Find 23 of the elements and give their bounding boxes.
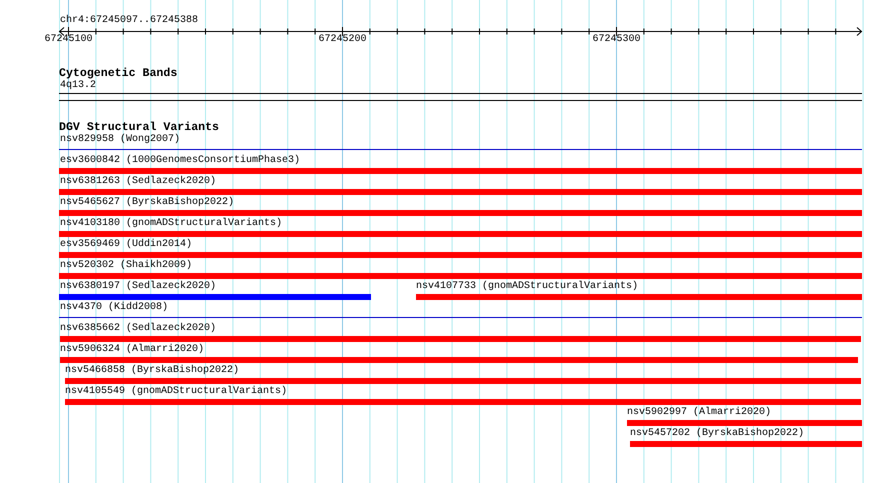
variant-label: esv3600842 (1000GenomesConsortiumPhase3) [59,155,300,167]
variant-label: nsv5457202 (ByrskaBishop2022) [630,428,804,440]
band-label: 4q13.2 [59,80,96,92]
variant-label: nsv6385662 (Sedlazeck2020) [60,323,216,335]
variant-label: nsv5902997 (Almarri2020) [627,407,772,419]
variant-label: nsv5465627 (ByrskaBishop2022) [59,197,234,209]
variant-label: nsv520302 (Shaikh2009) [59,260,192,272]
variant-label: nsv6381263 (Sedlazeck2020) [59,176,216,188]
track-title: Cytogenetic Bands [59,67,178,80]
variant-label: nsv4105549 (gnomADStructuralVariants) [65,386,288,398]
variant-label: nsv829958 (Wong2007) [59,134,180,146]
variant-label: nsv5466858 (ByrskaBishop2022) [65,365,240,377]
variant-label: esv3569469 (Uddin2014) [59,239,192,251]
axis-tick-label: 67245200 [318,34,366,46]
variant-label: nsv4107733 (gnomADStructuralVariants) [416,281,638,293]
variant-label: nsv5906324 (Almarri2020) [60,344,204,356]
variant-label: nsv6380197 (Sedlazeck2020) [59,281,216,293]
region-title: chr4:67245097..67245388 [60,15,198,27]
axis-tick-label: 67245300 [592,34,640,46]
track-title: DGV Structural Variants [59,121,220,134]
axis-tick-label: 67245100 [44,34,92,46]
variant-label: nsv4370 (Kidd2008) [59,302,168,314]
variant-label: nsv4103180 (gnomADStructuralVariants) [59,218,282,230]
